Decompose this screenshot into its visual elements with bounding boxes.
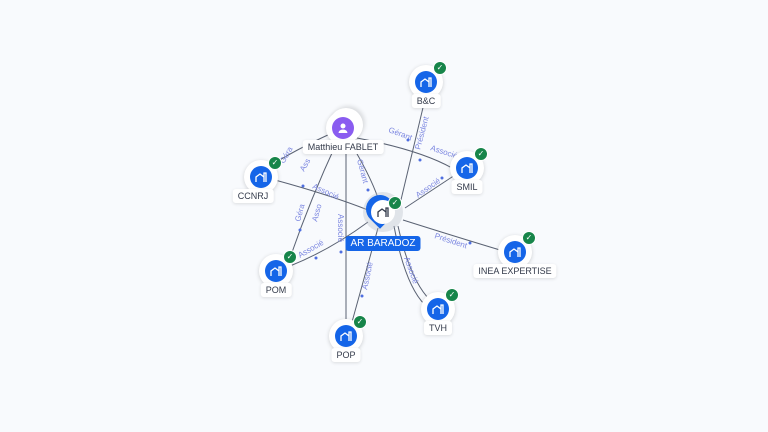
- edge-label-gerant-center: Gérant: [355, 158, 370, 185]
- building-icon: [415, 71, 437, 93]
- building-icon: [504, 241, 526, 263]
- node-label: INEA EXPERTISE: [473, 264, 557, 278]
- center-label: AR BARADOZ: [345, 236, 421, 251]
- edge-label-ass-ccnrj: Ass: [298, 157, 312, 173]
- verified-check-icon: ✓: [522, 231, 536, 245]
- building-icon: [265, 260, 287, 282]
- verified-check-icon: ✓: [433, 61, 447, 75]
- node-label: POM: [260, 283, 292, 297]
- verified-check-icon: ✓: [388, 196, 402, 210]
- edge-label-asso-pom: Asso: [310, 202, 323, 222]
- verified-check-icon: ✓: [268, 156, 282, 170]
- edge-label-associe-pop: Associé: [360, 261, 375, 291]
- building-icon: [250, 166, 272, 188]
- node-label: B&C: [411, 94, 441, 108]
- edge-label-associe-tvh: Associé: [402, 256, 420, 286]
- edge-label-associe-person-pop: Associé: [336, 214, 345, 243]
- verified-check-icon: ✓: [474, 147, 488, 161]
- node-label: POP: [331, 348, 361, 362]
- node-label: CCNRJ: [232, 189, 274, 203]
- building-icon: [456, 157, 478, 179]
- node-label: TVH: [424, 321, 452, 335]
- edge-label-president-bc: Président: [413, 115, 431, 151]
- edge-label-president-inea: Président: [433, 231, 469, 250]
- node-label: SMIL: [451, 180, 483, 194]
- edge-label-gera-pom: Géra: [293, 202, 306, 222]
- verified-check-icon: ✓: [283, 250, 297, 264]
- node-label: Matthieu FABLET: [302, 140, 384, 154]
- edge-label-associe-center-smil: Associé: [414, 176, 443, 200]
- edge-label-associe-ccnrj: Associé: [311, 182, 341, 202]
- building-icon: [335, 325, 357, 347]
- edge-arrows: [298, 138, 472, 298]
- verified-check-icon: ✓: [353, 315, 367, 329]
- building-icon: [427, 298, 449, 320]
- edge-label-gerant-smil: Gérant: [387, 125, 414, 142]
- person-icon: [332, 117, 354, 139]
- verified-check-icon: ✓: [445, 288, 459, 302]
